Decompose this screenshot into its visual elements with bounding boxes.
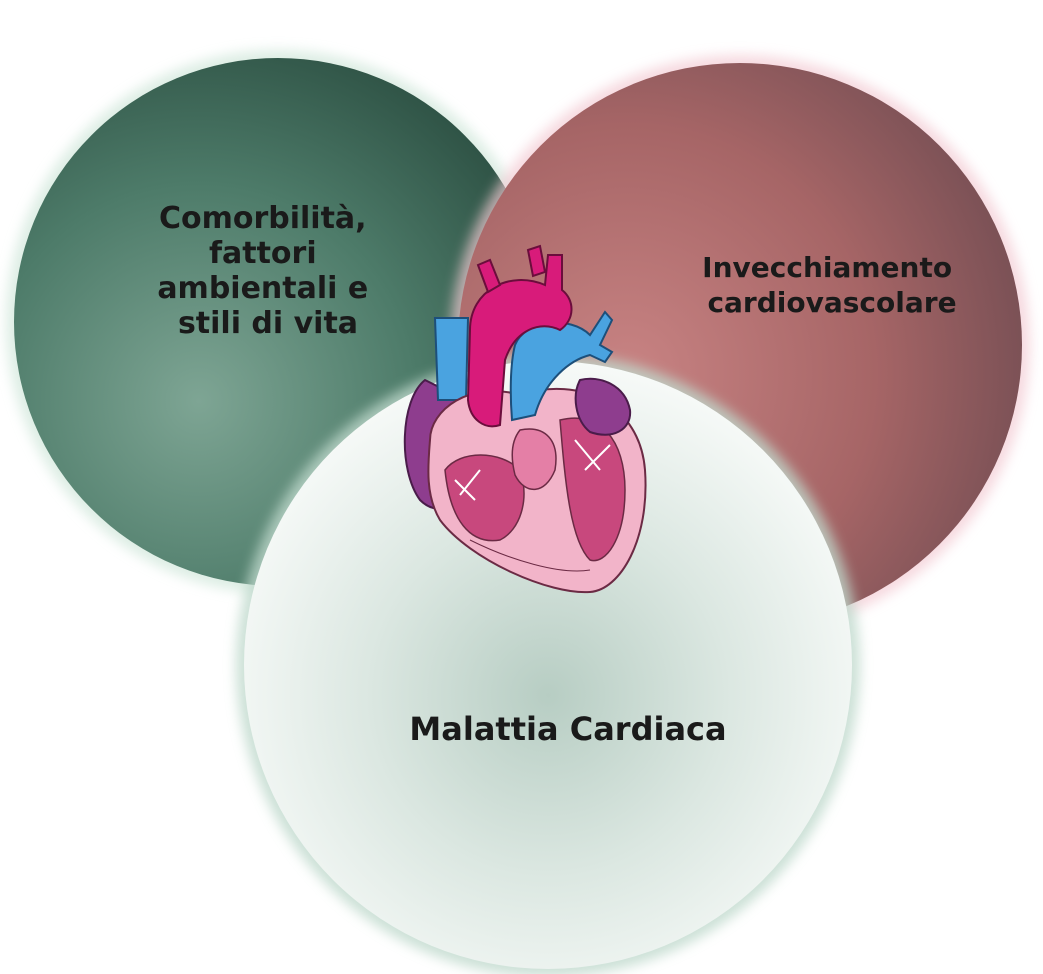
label-lifestyle-line-4: stili di vita	[178, 306, 358, 341]
label-lifestyle-line-1: Comorbilità,	[159, 201, 367, 236]
label-lifestyle: Comorbilità, fattori ambientali e stili …	[157, 201, 378, 341]
label-aging-line-1: Invecchiamento	[702, 251, 952, 284]
label-disease-line-1: Malattia Cardiaca	[409, 710, 726, 748]
label-disease: Malattia Cardiaca	[409, 710, 726, 748]
label-aging-line-2: cardiovascolare	[707, 286, 956, 319]
label-lifestyle-line-3: ambientali e	[157, 271, 368, 306]
label-lifestyle-line-2: fattori	[209, 236, 317, 271]
